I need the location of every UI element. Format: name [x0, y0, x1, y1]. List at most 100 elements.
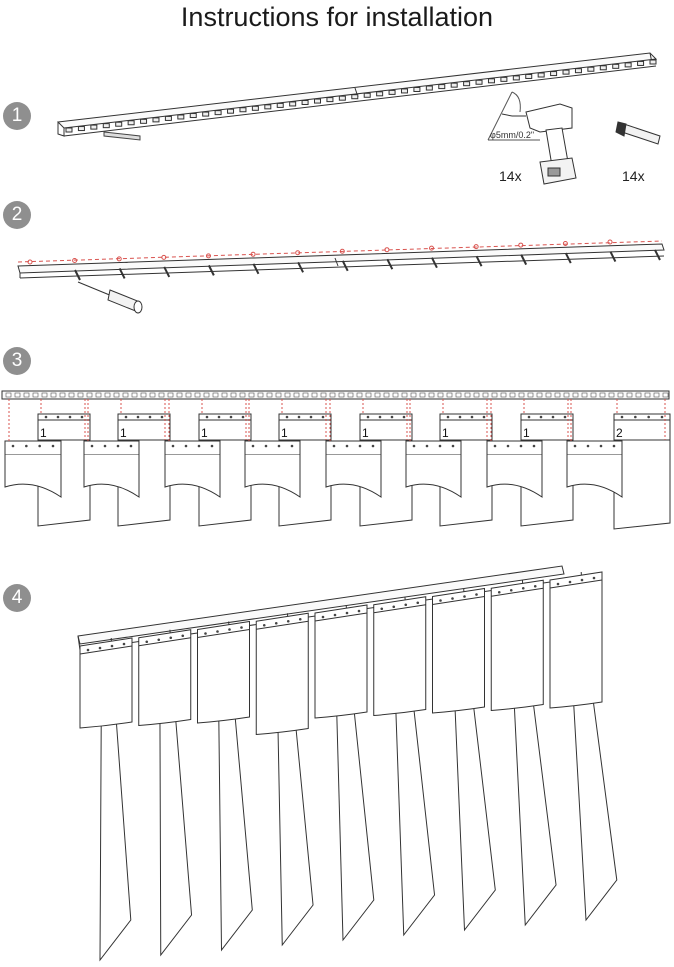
strip-hole [586, 444, 590, 448]
screwdriver-icon [77, 281, 143, 314]
rail-tab [637, 60, 645, 66]
strip-hole [264, 444, 268, 448]
rail-hole [302, 392, 309, 398]
rail-hole [167, 392, 174, 398]
upper-strip [439, 413, 493, 441]
strip-hole [262, 623, 266, 627]
strip-hole [290, 444, 294, 448]
rail-hole [77, 392, 84, 398]
strip-hole [148, 415, 152, 419]
strip-hole [129, 444, 133, 448]
rail-hole [644, 392, 651, 398]
rail-hole [176, 392, 183, 398]
strip-hole [181, 634, 185, 638]
rail-hole [482, 392, 489, 398]
rail-tab [599, 65, 607, 71]
rail-hole [563, 392, 570, 398]
rail-hole [212, 392, 219, 398]
rail-tab [376, 91, 384, 97]
drill-icon [487, 91, 577, 185]
rail-hole [41, 392, 48, 398]
strip-hole [506, 444, 510, 448]
screw [386, 258, 394, 270]
strip-hole [458, 415, 462, 419]
pvc-strip-icon [197, 620, 250, 724]
rail-hole [599, 392, 606, 398]
rail-hole [257, 392, 264, 398]
rail-tab [115, 121, 123, 127]
rail-tab [475, 79, 483, 85]
pvc-strip-icon [255, 612, 309, 736]
rail-hole [23, 392, 30, 398]
rail-hole [293, 392, 300, 398]
screw-mark [473, 244, 479, 250]
strip-hole [110, 644, 114, 648]
rail-tab [77, 126, 85, 132]
strip-hole [660, 415, 664, 419]
rail-tab [425, 85, 433, 91]
strip-seam [314, 612, 368, 622]
strip-hole [124, 415, 128, 419]
screw [431, 257, 438, 269]
lower-strip-body [405, 455, 462, 498]
pvc-strip-icon [373, 596, 427, 717]
strip-hole [475, 593, 478, 596]
upper-strip [198, 413, 252, 441]
screw [564, 252, 572, 264]
rail-tab [301, 100, 309, 106]
rail-hole [14, 392, 21, 398]
strip-hole [378, 415, 382, 419]
rail-hole [464, 392, 471, 398]
strip-hole [25, 444, 28, 448]
rail-hole [230, 392, 237, 398]
step-badge-1: 1 [3, 102, 31, 130]
rail-tab [413, 86, 421, 92]
strip-hole [519, 444, 523, 448]
rail-hole [248, 392, 255, 398]
strip-hole [44, 415, 48, 419]
rail-hole [311, 392, 318, 398]
strip-seam [373, 604, 426, 614]
strip-seam [432, 596, 485, 605]
strip-hole [274, 621, 278, 625]
strip-hole [366, 415, 370, 419]
plug-quantity: 14x [622, 168, 645, 184]
strip-hole [482, 415, 486, 419]
pvc-strip-icon [79, 637, 133, 729]
rail-tab [463, 81, 471, 87]
strip-hole [205, 415, 209, 419]
pvc-strip-icon [138, 629, 192, 727]
rail-hole [50, 392, 57, 398]
rail-tab [487, 78, 495, 84]
screw [297, 261, 304, 273]
rail-hole [383, 392, 390, 398]
upper-strip [359, 413, 413, 441]
strip-hole [56, 415, 60, 419]
pvc-strip-icon [314, 604, 368, 719]
strip-hole [217, 415, 221, 419]
rail-hole [158, 392, 165, 398]
step2-rail [17, 243, 665, 279]
rail-hole [662, 392, 669, 398]
rail-tab [164, 115, 172, 121]
rail-tab [550, 71, 558, 77]
strip-hole [634, 415, 637, 419]
upper-strip [117, 413, 171, 441]
strip-hole [136, 415, 140, 419]
rail-hole [59, 392, 66, 398]
strip-hole [620, 415, 624, 419]
rail-hole [446, 392, 453, 398]
strip-hole [86, 648, 90, 652]
strip-hole [298, 617, 302, 621]
rail-tab [500, 76, 508, 82]
rail-tab [264, 104, 272, 110]
rail-hole [536, 392, 543, 398]
rail-tab [388, 89, 396, 95]
strip-hole [416, 601, 420, 605]
upper-strip [278, 413, 332, 441]
upper-strip [613, 413, 671, 441]
step-badge-3: 3 [3, 347, 31, 375]
rail-hole [5, 392, 12, 398]
rail-tab [140, 118, 148, 124]
rail-end-pin [103, 131, 141, 141]
